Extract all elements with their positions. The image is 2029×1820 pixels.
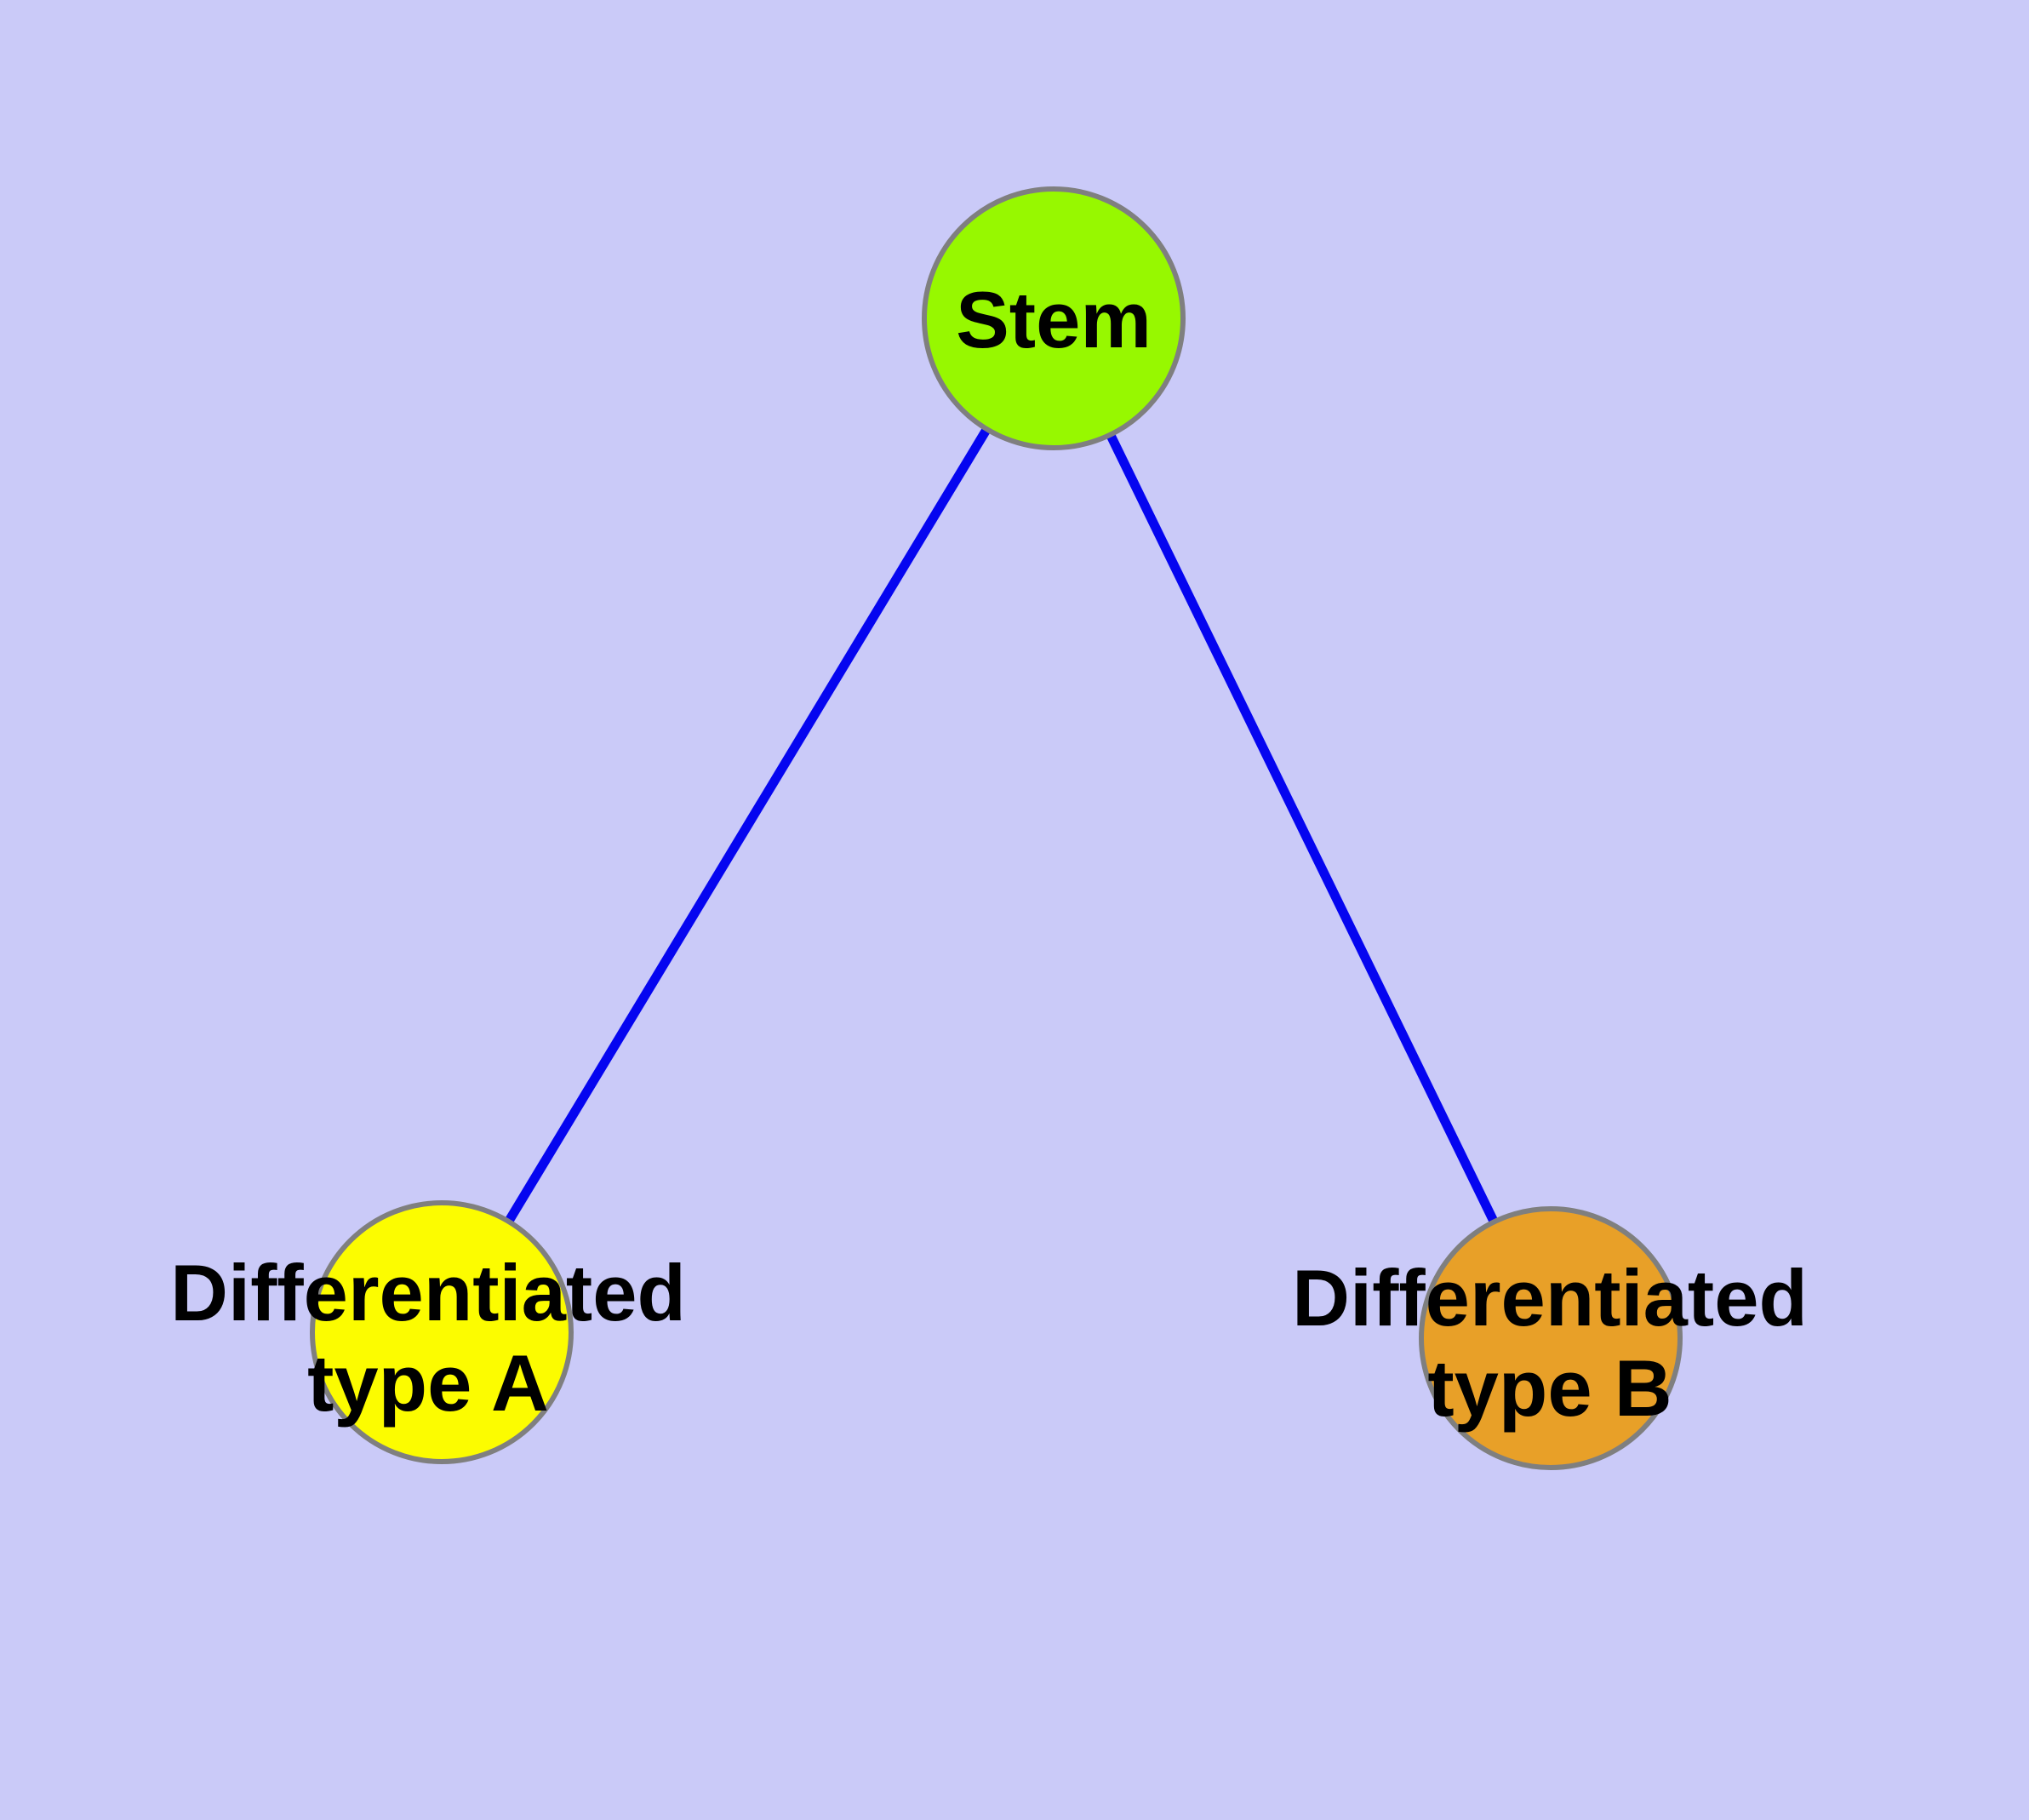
edges bbox=[437, 316, 1555, 1341]
edge-stem-to-type-b bbox=[1049, 316, 1555, 1341]
nodes bbox=[310, 186, 1683, 1470]
node-stem-circle bbox=[922, 186, 1186, 450]
node-type-b-circle bbox=[1419, 1206, 1683, 1470]
edge-stem-to-type-a bbox=[437, 316, 1058, 1335]
node-type-a-circle bbox=[310, 1200, 574, 1464]
